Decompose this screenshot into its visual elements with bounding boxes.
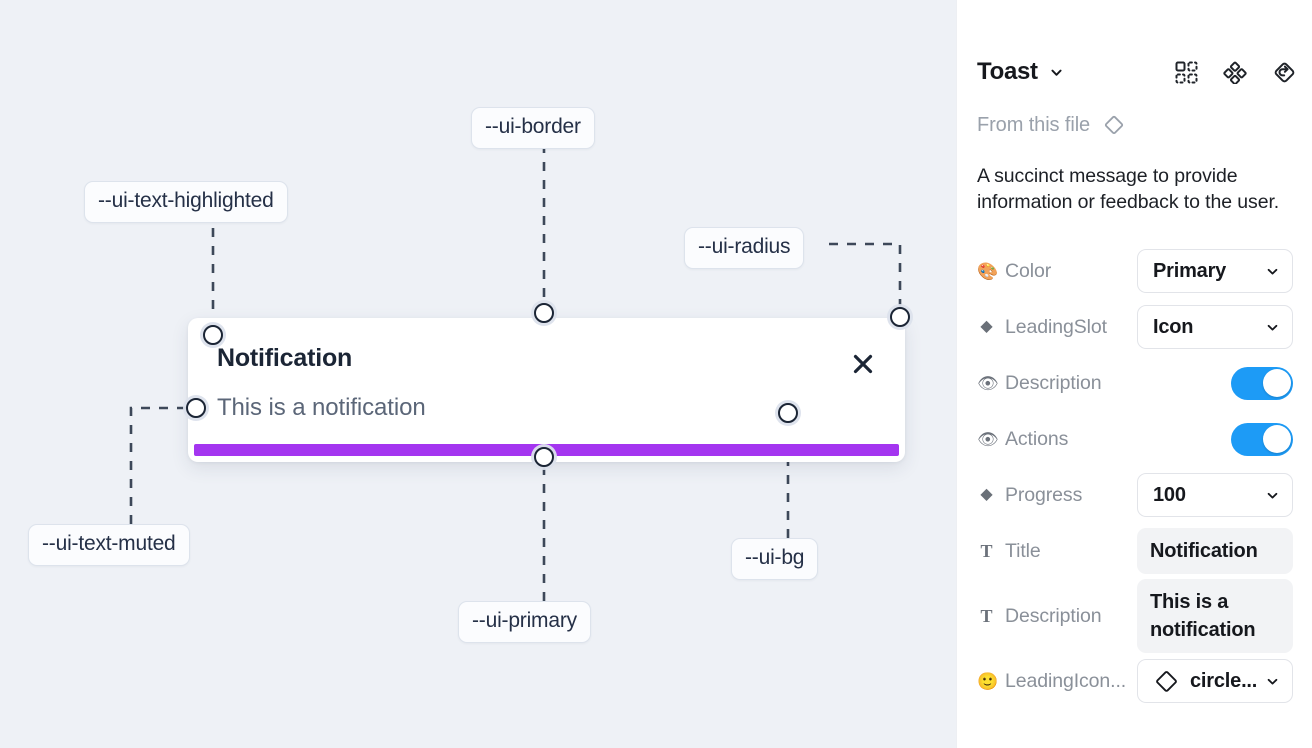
property-label-description-text: T Description [977,605,1137,628]
property-row-description-text: T Description This is a notification [957,579,1312,653]
token-chip-ui-border[interactable]: --ui-border [471,107,595,149]
handle-ui-primary[interactable] [534,447,554,467]
diamond-icon: ◆ [980,318,993,335]
property-label-actions: 👁 Actions [977,427,1069,450]
connector-ui-text-muted [129,406,188,524]
diamond-outline-icon [1153,668,1180,695]
preview-canvas[interactable]: Notification This is a notification --ui… [0,0,956,748]
from-this-file-row: From this file [977,113,1126,137]
property-control-leadingicon: circle... [1137,659,1293,703]
connector-ui-radius [829,242,902,309]
properties-panel: Toast [956,0,1312,748]
property-label-progress: ◆ Progress [977,484,1137,507]
property-control-leadingslot: Icon [1137,305,1293,349]
property-list: 🎨 Color Primary [957,243,1312,709]
leadingslot-select[interactable]: Icon [1137,305,1293,349]
component-diamonds-icon[interactable] [1222,59,1248,85]
text-t-icon: T [980,606,993,626]
property-label-description-visible: 👁 Description [977,371,1102,394]
property-control-description-visible [1231,366,1293,400]
toast-preview-card[interactable]: Notification This is a notification [188,318,905,462]
chevron-down-icon [1259,488,1280,503]
handle-ui-radius[interactable] [890,307,910,327]
property-control-description-text: This is a notification [1137,579,1293,653]
chevron-down-icon [1259,320,1280,335]
token-chip-ui-bg[interactable]: --ui-bg [731,538,819,580]
token-chip-ui-text-highlighted[interactable]: --ui-text-highlighted [84,181,288,223]
property-row-progress: ◆ Progress 100 [957,467,1312,523]
property-label-color: 🎨 Color [977,259,1052,282]
toast-description: This is a notification [217,394,426,421]
actions-toggle[interactable] [1231,422,1293,456]
chevron-down-icon [1259,264,1280,279]
property-row-description-visible: 👁 Description [957,355,1312,411]
property-row-color: 🎨 Color Primary [957,243,1312,299]
token-chip-ui-radius[interactable]: --ui-radius [684,227,805,269]
from-this-file-label: From this file [977,113,1091,136]
progress-select[interactable]: 100 [1137,473,1293,517]
property-label-leadingicon: 🙂 LeadingIcon... [977,669,1127,692]
token-chip-ui-primary[interactable]: --ui-primary [458,601,591,643]
page-title: Toast [977,58,1038,85]
eye-emoji: 👁 [977,373,999,393]
chevron-down-icon [1259,674,1280,689]
property-row-title: T Title Notification [957,523,1312,579]
eye-emoji: 👁 [977,429,999,449]
component-description: A succinct message to provide informatio… [977,165,1280,213]
color-select[interactable]: Primary [1137,249,1293,293]
diamond-outline-icon [1102,113,1126,137]
property-control-title: Notification [1137,528,1293,574]
property-control-progress: 100 [1137,473,1293,517]
property-row-leadingicon: 🙂 LeadingIcon... circle... [957,653,1312,709]
description-toggle[interactable] [1231,366,1293,400]
handle-ui-bg[interactable] [778,403,798,423]
property-row-leadingslot: ◆ LeadingSlot Icon [957,299,1312,355]
diamond-icon: ◆ [980,486,993,503]
handle-ui-border[interactable] [534,303,554,323]
handle-ui-text-highlighted[interactable] [203,325,223,345]
toggle-knob [1262,425,1291,453]
text-t-icon: T [980,541,993,561]
property-control-color: Primary [1137,249,1293,293]
property-label-title: T Title [977,540,1137,563]
close-x-icon[interactable] [847,348,879,380]
header-icon-group [1173,59,1297,85]
panel-header: Toast [957,48,1312,96]
token-chip-ui-text-muted[interactable]: --ui-text-muted [28,524,190,566]
handle-ui-text-muted[interactable] [186,398,206,418]
smiley-emoji: 🙂 [977,671,999,691]
chevron-down-icon[interactable] [1049,65,1064,80]
reset-overrides-icon[interactable] [1271,59,1297,85]
toast-title: Notification [217,344,353,372]
property-row-actions: 👁 Actions [957,411,1312,467]
variants-grid-icon[interactable] [1173,59,1199,85]
leadingicon-select[interactable]: circle... [1137,659,1293,703]
palette-emoji: 🎨 [977,261,999,281]
toggle-knob [1262,369,1291,397]
description-input[interactable]: This is a notification [1137,579,1293,653]
property-label-leadingslot: ◆ LeadingSlot [977,316,1137,339]
property-control-actions [1231,422,1293,456]
title-input[interactable]: Notification [1137,528,1293,574]
